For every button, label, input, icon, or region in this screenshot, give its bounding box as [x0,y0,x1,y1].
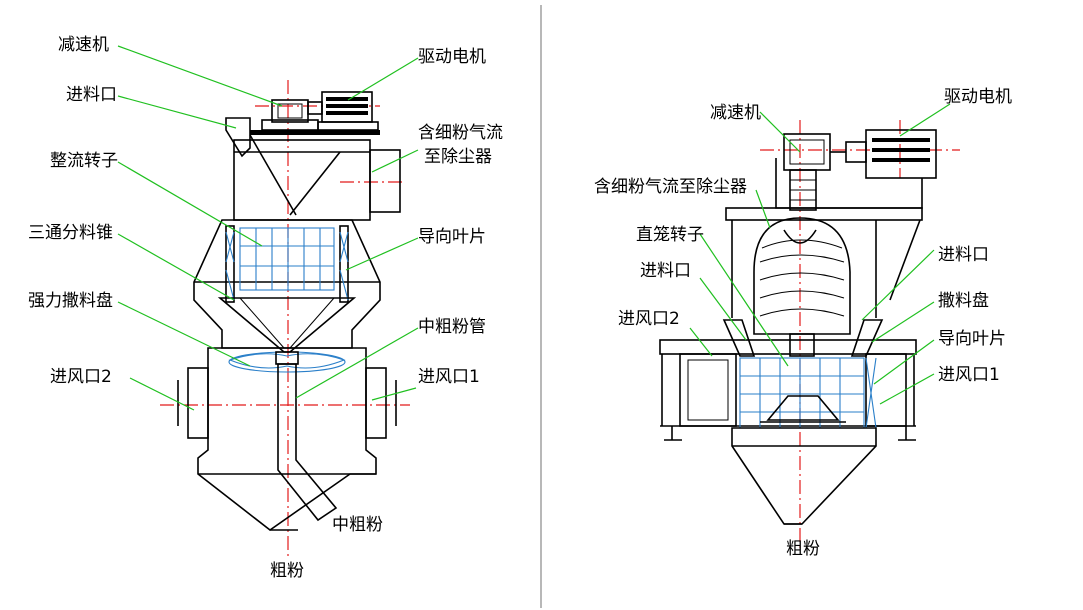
left-reducer-icon [261,99,319,131]
fine-outlet-drum-icon [753,217,851,335]
left-motor-icon [307,91,379,131]
right-label-air-inlet-1: 进风口1 [938,365,1000,385]
right-reducer-icon [783,133,831,171]
left-label-reducer: 减速机 [58,35,109,55]
flow-rotor-icon [239,227,335,291]
right-label-coarse: 粗粉 [786,539,820,559]
left-label-motor: 驱动电机 [418,47,486,67]
left-label-medium-coarse-pipe: 中粗粉管 [418,317,486,337]
left-label-air-inlet-2: 进风口2 [50,367,112,387]
left-label-scatter-disc: 强力撒料盘 [28,291,113,311]
right-label-fine-outlet: 含细粉气流至除尘器 [594,177,747,197]
left-separator-drawing [160,80,410,560]
right-label-feed-inlet-right: 进料口 [938,245,989,265]
right-label-motor: 驱动电机 [944,87,1012,107]
right-label-scatter-disc: 撒料盘 [938,291,989,311]
right-guide-vanes-icon [865,357,877,429]
right-scatter-disc-icon [760,395,846,423]
left-label-feed-inlet: 进料口 [66,85,117,105]
right-label-guide-vanes: 导向叶片 [938,329,1006,349]
right-leader-lines [689,103,951,405]
right-label-feed-inlet-left: 进料口 [640,261,691,281]
right-label-reducer: 减速机 [710,103,761,123]
right-motor-icon [845,129,937,179]
right-separator-drawing [659,120,960,548]
scatter-disc-icon [228,351,346,373]
left-label-coarse: 粗粉 [270,561,304,581]
left-label-flow-rotor: 整流转子 [50,151,118,171]
left-label-fine-outlet-2: 至除尘器 [424,147,492,167]
right-label-air-inlet-2: 进风口2 [618,309,680,329]
left-guide-vanes-icon [225,225,349,303]
left-label-fine-outlet-1: 含细粉气流 [418,123,503,143]
left-label-medium-coarse: 中粗粉 [332,515,383,535]
left-label-guide-vanes: 导向叶片 [418,227,486,247]
left-label-three-way-cone: 三通分料锥 [28,223,113,243]
left-label-air-inlet-1: 进风口1 [418,367,480,387]
cage-rotor-icon [739,357,865,429]
right-label-cage-rotor: 直笼转子 [636,225,704,245]
left-leader-lines [117,45,419,411]
